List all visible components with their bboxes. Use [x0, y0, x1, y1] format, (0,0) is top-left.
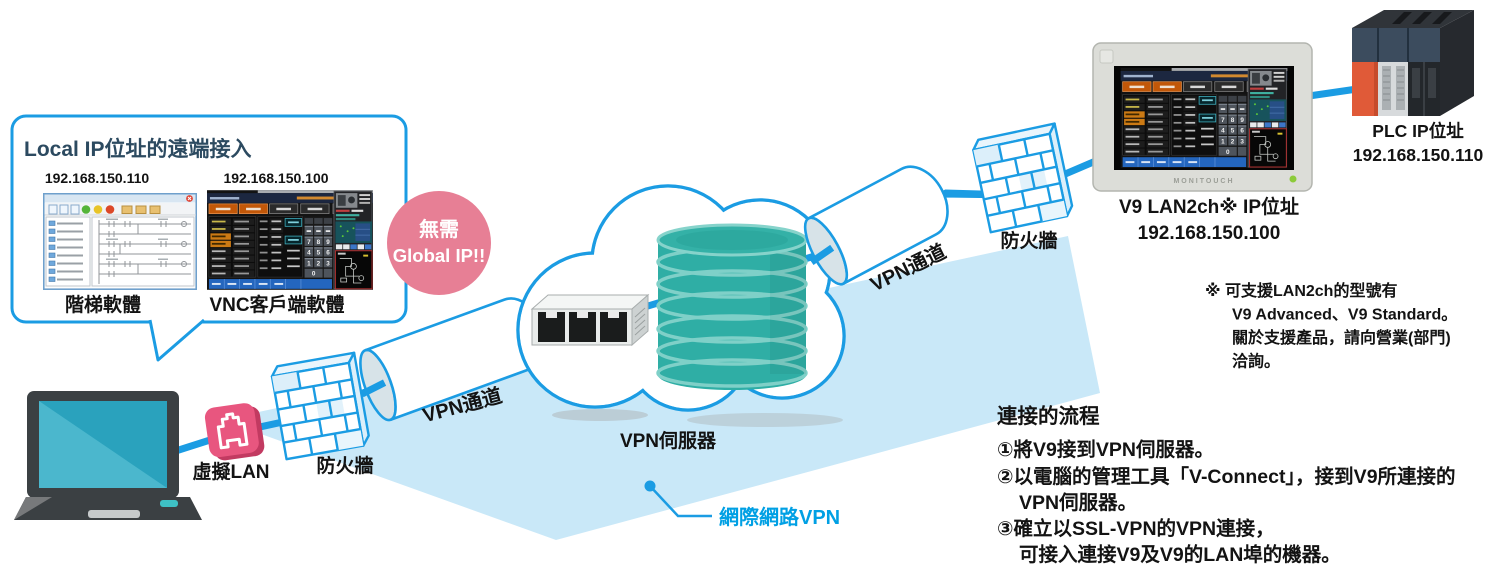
flow-step3: ③確立以SSL-VPN的VPN連接， — [997, 517, 1275, 540]
rj45-lan-icon — [204, 403, 265, 461]
connection-flow: 連接的流程 ①將V9接到VPN伺服器。 ②以電腦的管理工具「V-Connect」… — [997, 404, 1456, 566]
label-internet-vpn: 網際網路VPN — [719, 505, 840, 529]
badge-line2: Global IP!! — [393, 245, 486, 266]
no-global-ip-badge: 無需 Global IP!! — [387, 191, 491, 295]
v9-brand-text: MONITOUCH — [1173, 178, 1234, 185]
v9-hmi-icon: MONITOUCH — [1092, 42, 1313, 192]
label-firewall-right: 防火牆 — [1000, 229, 1057, 252]
database-icon — [656, 223, 808, 390]
v9-label-line1: V9 LAN2ch※ IP位址 — [1119, 195, 1299, 218]
remote-ip-left: 192.168.150.110 — [45, 170, 150, 186]
note-line3: 關於支援產品，請向營業(部門) — [1232, 328, 1451, 347]
flow-step3b: 可接入連接V9及V9的LAN埠的機器。 — [1019, 543, 1341, 566]
v9-label-line2: 192.168.150.100 — [1138, 223, 1281, 244]
lan2ch-note: ※ 可支援LAN2ch的型號有 V9 Advanced、V9 Standard。… — [1205, 281, 1457, 371]
cloud-shadow-right — [687, 413, 843, 427]
vnc-client-screenshot — [207, 190, 373, 290]
plc-label-line2: 192.168.150.110 — [1353, 145, 1484, 165]
note-line4: 洽詢。 — [1232, 352, 1280, 371]
rj45-ports — [538, 312, 627, 342]
plc-icon — [1352, 10, 1474, 116]
ladder-software-screenshot — [43, 193, 197, 290]
label-firewall-left: 防火牆 — [316, 454, 373, 477]
note-line2: V9 Advanced、V9 Standard。 — [1232, 307, 1457, 324]
note-line1: ※ 可支援LAN2ch的型號有 — [1205, 281, 1397, 300]
plc-vent-slots — [1382, 66, 1405, 110]
caption-ladder: 階梯軟體 — [65, 293, 141, 316]
cloud-shadow-left — [552, 409, 648, 421]
flow-title: 連接的流程 — [997, 404, 1100, 428]
flow-step2b: VPN伺服器。 — [1019, 492, 1137, 514]
bubble-title: Local IP位址的遠端接入 — [24, 137, 252, 161]
label-virtual-lan: 虛擬LAN — [192, 460, 269, 483]
flow-step1: ①將V9接到VPN伺服器。 — [997, 438, 1214, 461]
badge-line1: 無需 — [419, 217, 459, 241]
power-led — [1289, 175, 1297, 183]
switch-icon — [530, 293, 650, 347]
label-vpn-server: VPN伺服器 — [620, 430, 717, 452]
plc-label-line1: PLC IP位址 — [1372, 121, 1464, 141]
flow-step2: ②以電腦的管理工具「V-Connect」，接到V9所連接的 — [997, 465, 1456, 488]
firewall-icon-left — [269, 351, 372, 461]
bezel-logo-square — [1099, 49, 1114, 64]
caption-vnc: VNC客戶端軟體 — [209, 293, 344, 316]
bubble-tail — [148, 318, 205, 362]
firewall-icon-right — [970, 122, 1076, 234]
remote-ip-right: 192.168.150.100 — [223, 170, 328, 186]
speech-bubble: Local IP位址的遠端接入 192.168.150.110 192.168.… — [10, 114, 408, 362]
internet-vpn-callout: 網際網路VPN — [644, 480, 840, 529]
laptop-icon — [14, 391, 202, 520]
